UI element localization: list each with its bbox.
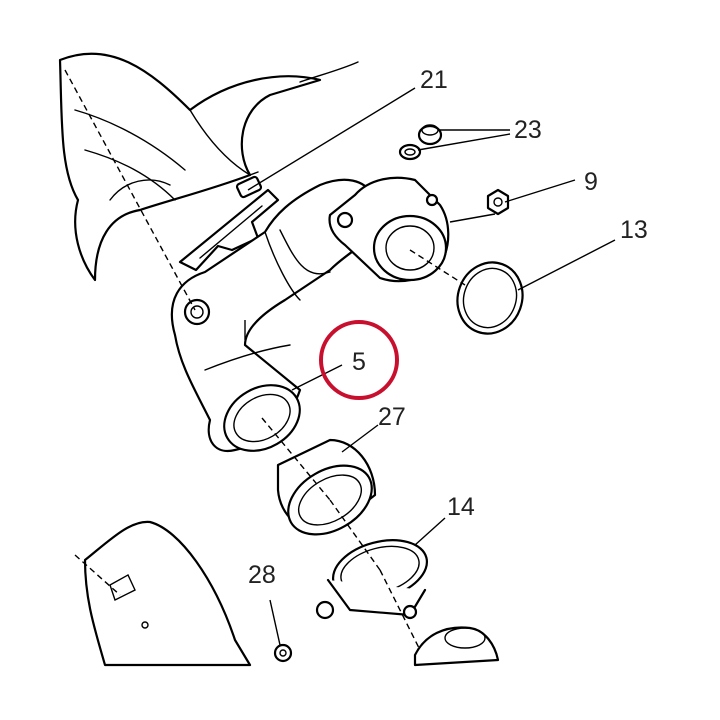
part-21-nut [235,171,263,199]
leader-28 [269,599,281,646]
lower-heat-shield [83,520,252,667]
axis-line-clamp [329,499,381,571]
callout-9: 9 [584,168,598,196]
part-27-sleeve [276,438,377,536]
leader-21 [247,87,416,191]
upper-heat-shield [58,52,359,282]
callout-21: 21 [420,66,448,94]
callout-13: 13 [620,216,648,244]
callout-28: 28 [248,561,276,589]
highlight-circle-callout-5 [319,320,399,400]
axis-line-sleeve [261,417,331,501]
part-23-plugs [398,124,443,161]
callout-23: 23 [514,116,542,144]
axis-line-gasket [409,249,466,286]
leader-23b [417,133,511,151]
part-28-bolt [273,643,293,663]
pipe-flange [328,176,450,283]
callout-5: 5 [352,348,366,376]
leader-27 [341,424,379,453]
lower-pipe-fragment [413,626,500,667]
callout-14: 14 [447,493,475,521]
part-9-nut [486,188,510,216]
leader-9 [504,179,576,203]
part-13-gasket-ring [456,261,524,335]
axis-line-lower-shield [74,554,121,596]
leader-14 [414,517,446,546]
callout-27: 27 [378,403,406,431]
leader-13 [517,239,616,291]
axis-line-shield [64,69,196,311]
leader-5 [291,364,343,391]
axis-line-lower [379,569,421,651]
leader-9-flange [449,213,496,223]
